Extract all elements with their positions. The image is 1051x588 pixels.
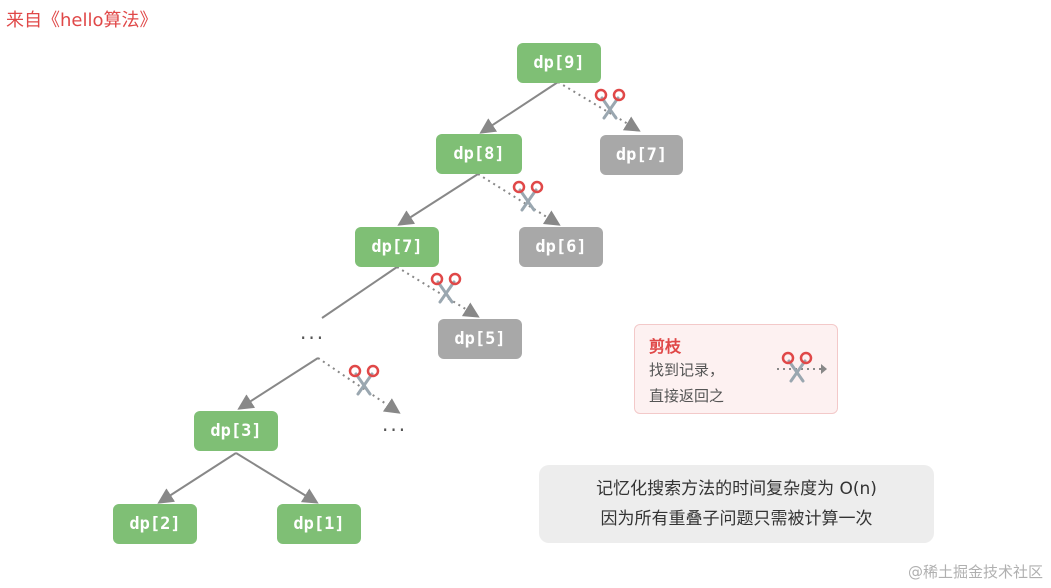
- node-dp8: dp[8]: [436, 134, 522, 174]
- legend-line-1: 找到记录，: [649, 361, 725, 379]
- edge-ellipsis-pruned: [317, 357, 401, 414]
- legend-line-2: 直接返回之: [649, 387, 725, 405]
- node-dp6-pruned: dp[6]: [519, 227, 603, 267]
- legend-scissors-icon: [777, 351, 827, 383]
- scissors-icon: [512, 180, 544, 212]
- edge-9-8: [479, 81, 559, 134]
- scissors-icon: [430, 272, 462, 304]
- node-dp1: dp[1]: [277, 504, 361, 544]
- edge-8-6-pruned: [477, 173, 561, 226]
- edge-8-7: [397, 173, 479, 226]
- edge-9-7-pruned: [557, 81, 641, 132]
- watermark: @稀土掘金技术社区: [907, 563, 1043, 581]
- edge-7-ellipsis: [321, 266, 398, 319]
- node-dp2: dp[2]: [113, 504, 197, 544]
- node-dp3: dp[3]: [194, 411, 278, 451]
- ellipsis-left: ···: [300, 326, 326, 350]
- edge-3-1: [235, 452, 319, 504]
- source-label: 来自《hello算法》: [6, 10, 158, 31]
- edge-7-5-pruned: [396, 266, 480, 318]
- node-dp9: dp[9]: [517, 43, 601, 83]
- ellipsis-right: ···: [382, 418, 408, 442]
- node-dp7-pruned: dp[7]: [600, 135, 683, 175]
- node-dp7: dp[7]: [355, 227, 439, 267]
- legend-title: 剪枝: [649, 337, 682, 356]
- note-line-1: 记忆化搜索方法的时间复杂度为 O(n): [596, 479, 877, 499]
- edge-3-2: [157, 452, 237, 504]
- legend-box: 剪枝 找到记录， 直接返回之: [634, 324, 838, 414]
- edge-ellipsis-3: [237, 357, 319, 410]
- note-line-2: 因为所有重叠子问题只需被计算一次: [600, 509, 873, 529]
- complexity-note: 记忆化搜索方法的时间复杂度为 O(n) 因为所有重叠子问题只需被计算一次: [539, 465, 934, 543]
- node-dp5-pruned: dp[5]: [438, 319, 522, 359]
